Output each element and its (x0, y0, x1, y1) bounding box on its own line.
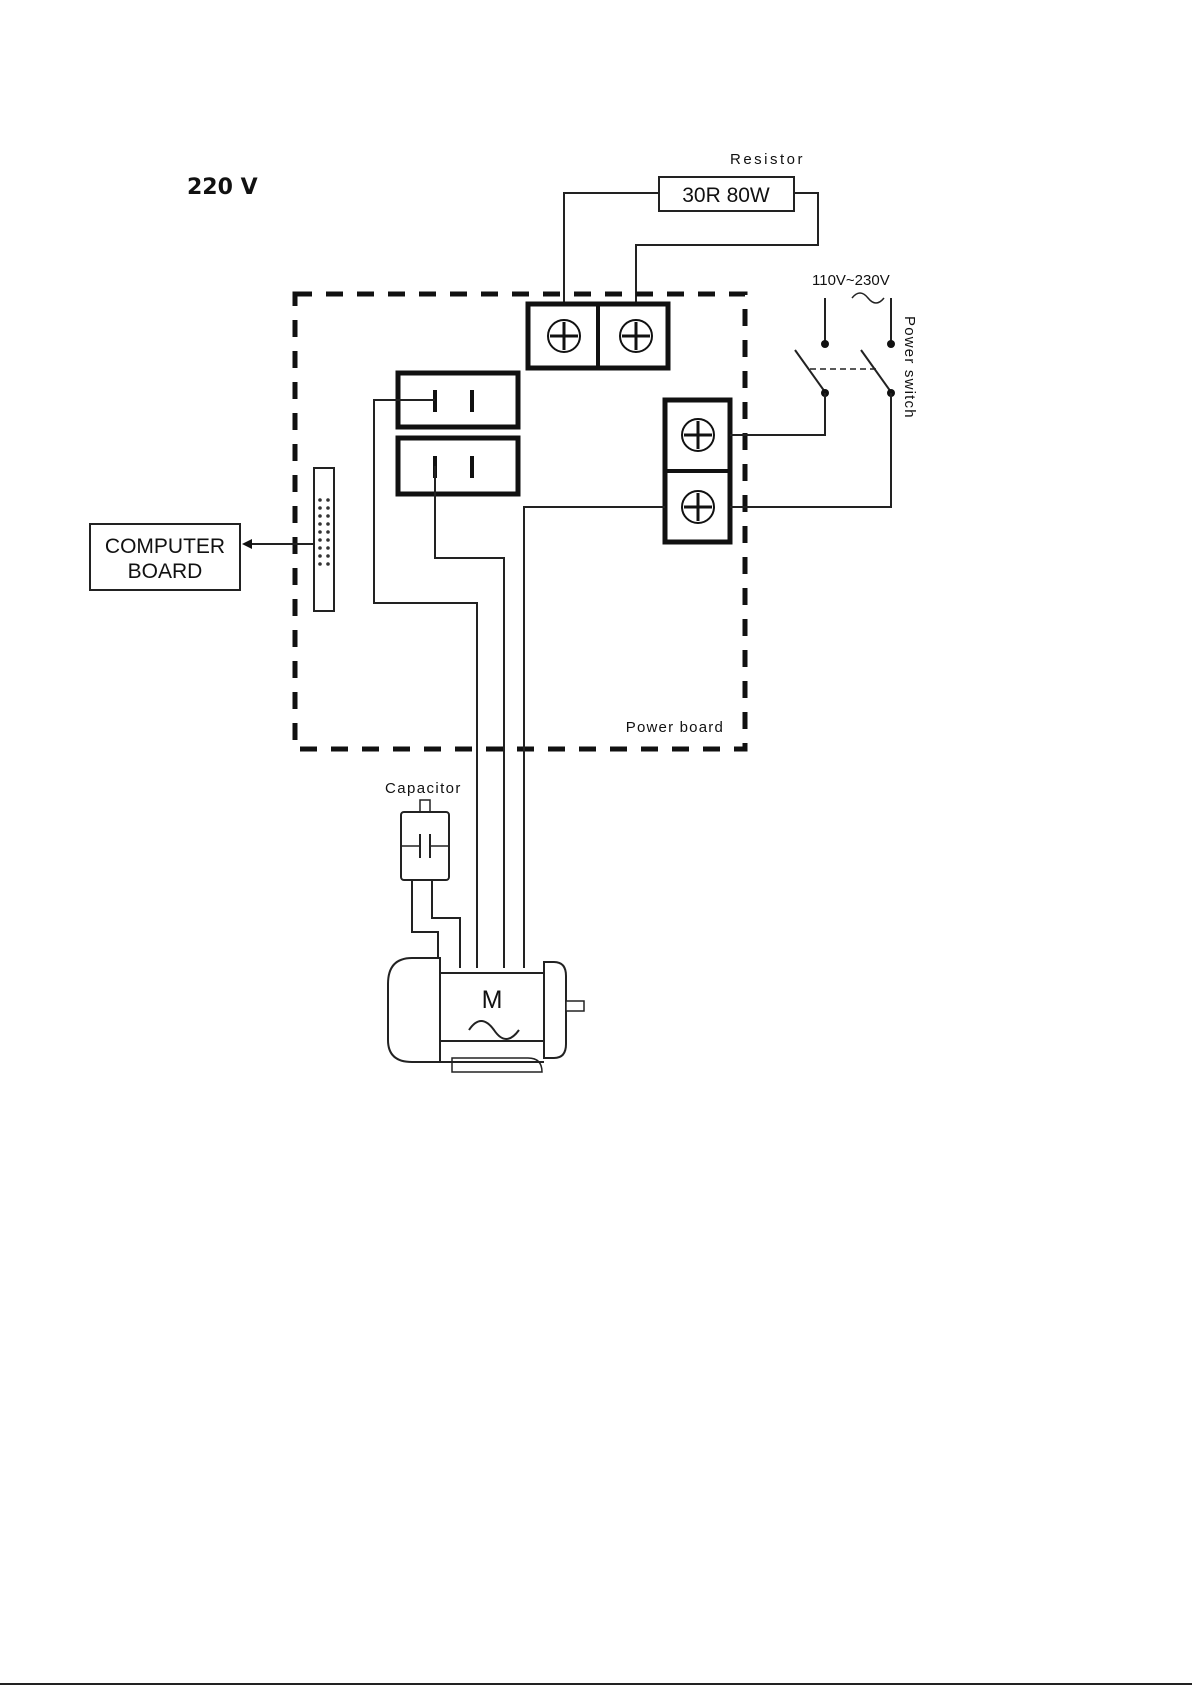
capacitor-wire-left (412, 880, 438, 968)
mains-terminal-block (665, 400, 730, 542)
capacitor-label: Capacitor (385, 780, 462, 797)
resistor-label: Resistor (730, 151, 805, 168)
supply-voltage-label: 110V~230V (812, 272, 890, 289)
resistor-value: 30R 80W (682, 184, 770, 207)
motor-wire-3 (524, 507, 665, 968)
switch-wire-2 (730, 393, 891, 507)
terminal-screw-icon (620, 320, 652, 352)
capacitor (401, 800, 449, 880)
terminal-screw-icon (682, 491, 714, 523)
resistor-terminal-block (528, 304, 668, 368)
power-switch (795, 298, 895, 397)
terminal-screw-icon (548, 320, 580, 352)
power-board-label: Power board (626, 719, 724, 736)
ribbon-connector (314, 468, 334, 611)
power-switch-label: Power switch (901, 316, 918, 419)
computer-board-line1: COMPUTER (105, 535, 225, 558)
spade-connector-lower (398, 438, 518, 494)
capacitor-wire-right (432, 880, 460, 968)
motor (388, 958, 584, 1072)
voltage-title: 220 V (187, 175, 258, 200)
computer-board-line2: BOARD (128, 560, 203, 583)
resistor-wire-left (564, 193, 659, 305)
motor-wire-2 (435, 466, 504, 968)
motor-symbol: M (482, 986, 503, 1014)
ac-wave-icon (852, 293, 884, 303)
arrow-left-icon (242, 539, 252, 549)
terminal-screw-icon (682, 419, 714, 451)
